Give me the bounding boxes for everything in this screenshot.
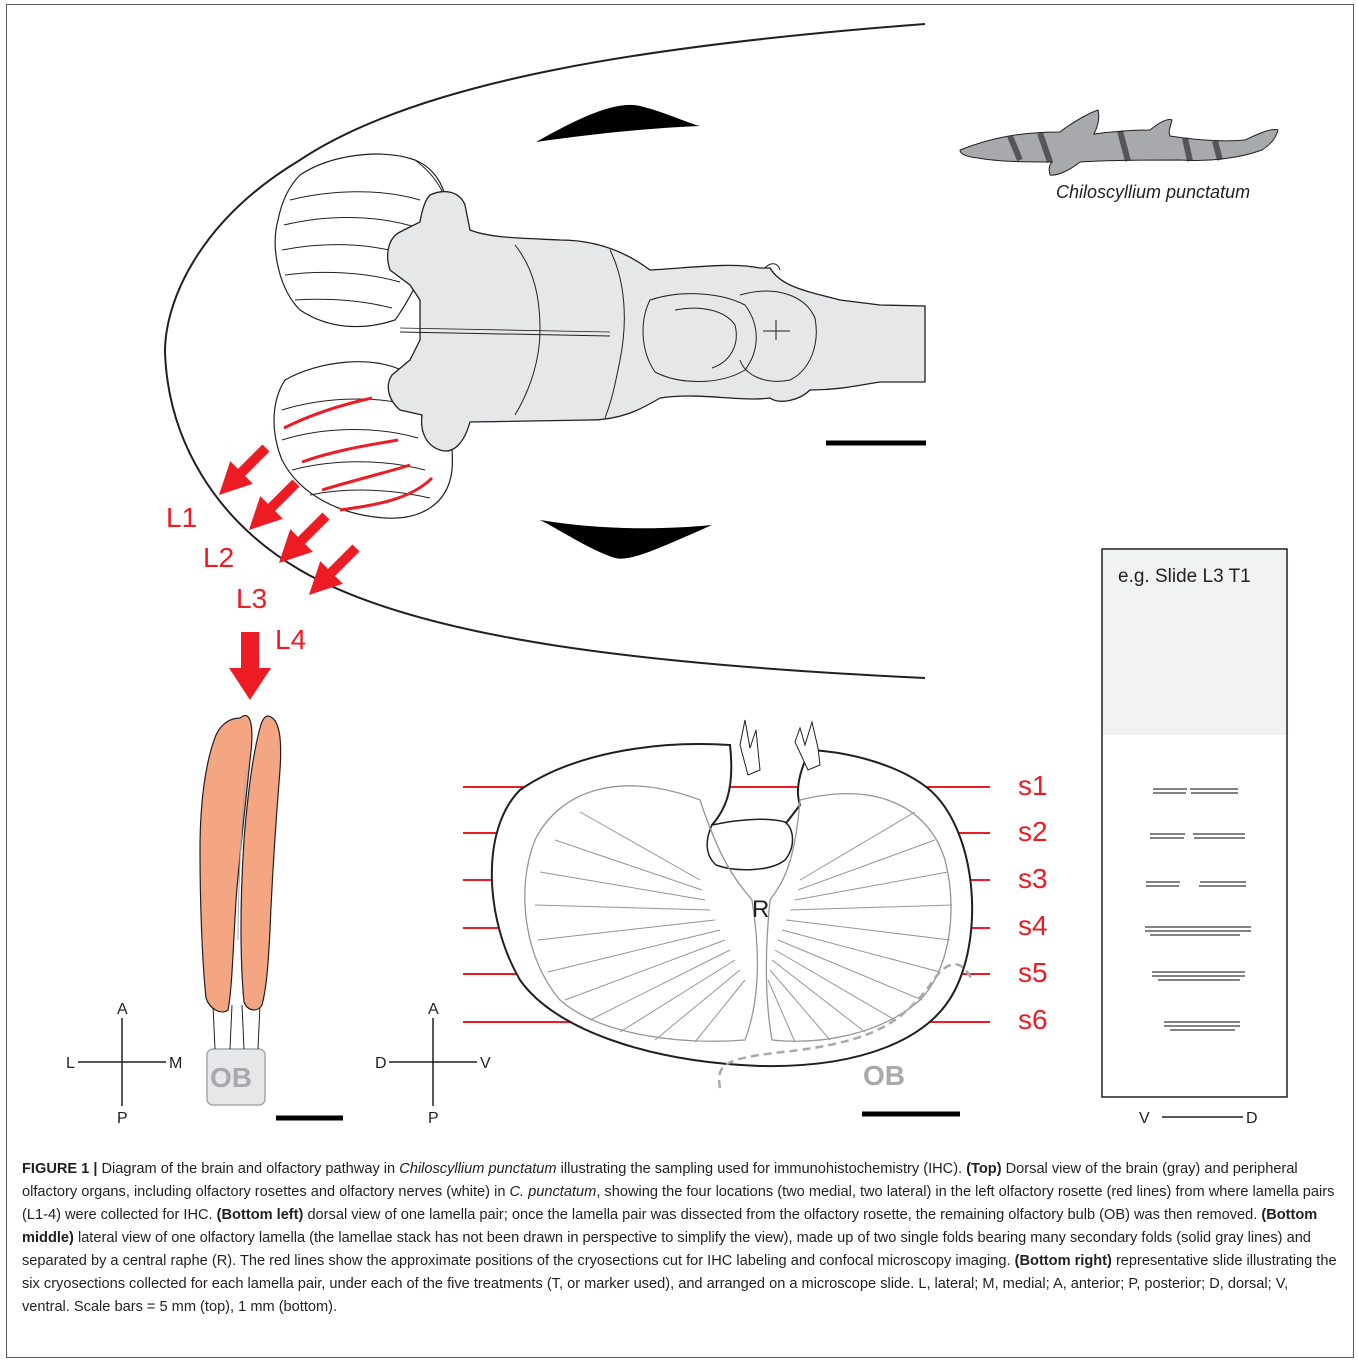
axis-left-left: L xyxy=(66,1055,75,1072)
axis-middle-right: V xyxy=(480,1055,491,1072)
caption-intro-species: Chiloscyllium punctatum xyxy=(399,1161,556,1177)
caption-bottom-left-label: (Bottom left) xyxy=(217,1207,304,1223)
axis-middle-left: D xyxy=(375,1055,387,1072)
caption-bottom-left-text: dorsal view of one lamella pair; once th… xyxy=(303,1207,1261,1223)
section-label-s6: s6 xyxy=(1018,1004,1048,1035)
caption-label: FIGURE 1 | xyxy=(22,1161,97,1177)
slide-title: e.g. Slide L3 T1 xyxy=(1118,566,1251,587)
orientation-axes-middle xyxy=(389,1018,477,1106)
figure-illustration: L1 L2 L3 L4 Chiloscyllium punctatum OB A… xyxy=(0,0,1358,1150)
slide-axis-left: V xyxy=(1139,1110,1150,1127)
section-label-s2: s2 xyxy=(1018,816,1048,847)
slide-axis-right: D xyxy=(1246,1110,1258,1127)
lamella-label-l4: L4 xyxy=(275,624,306,655)
bulb-label-middle: OB xyxy=(863,1060,905,1091)
shark-illustration xyxy=(960,110,1278,175)
section-label-s3: s3 xyxy=(1018,863,1048,894)
caption-bottom-right-label: (Bottom right) xyxy=(1015,1253,1112,1269)
axis-left-right: M xyxy=(169,1055,182,1072)
raphe-label: R xyxy=(752,896,769,923)
lamella-label-l2: L2 xyxy=(203,542,234,573)
figure-caption: FIGURE 1 | Diagram of the brain and olfa… xyxy=(22,1158,1340,1319)
bulb-label-left: OB xyxy=(210,1062,252,1093)
axis-left-bottom: P xyxy=(117,1110,128,1127)
section-label-s1: s1 xyxy=(1018,770,1048,801)
axis-middle-bottom: P xyxy=(428,1110,439,1127)
down-arrow xyxy=(229,632,271,700)
olfactory-lamella xyxy=(492,720,972,1088)
caption-top-label: (Top) xyxy=(966,1161,1001,1177)
caption-intro-a: Diagram of the brain and olfactory pathw… xyxy=(97,1161,399,1177)
lamella-label-l1: L1 xyxy=(166,502,197,533)
eye-shape-upper xyxy=(536,105,700,142)
orientation-axes-left xyxy=(78,1018,166,1106)
section-label-s4: s4 xyxy=(1018,910,1048,941)
axis-middle-top: A xyxy=(428,1001,439,1018)
brain xyxy=(388,192,925,451)
lamella-pair xyxy=(200,716,281,1105)
eye-shape-lower xyxy=(540,520,712,559)
caption-top-species: C. punctatum xyxy=(510,1184,597,1200)
caption-intro-b: illustrating the sampling used for immun… xyxy=(557,1161,967,1177)
axis-left-top: A xyxy=(117,1001,128,1018)
lamella-label-l3: L3 xyxy=(236,583,267,614)
species-label: Chiloscyllium punctatum xyxy=(1056,182,1250,202)
section-label-s5: s5 xyxy=(1018,957,1048,988)
slide-sections xyxy=(1145,789,1251,1030)
